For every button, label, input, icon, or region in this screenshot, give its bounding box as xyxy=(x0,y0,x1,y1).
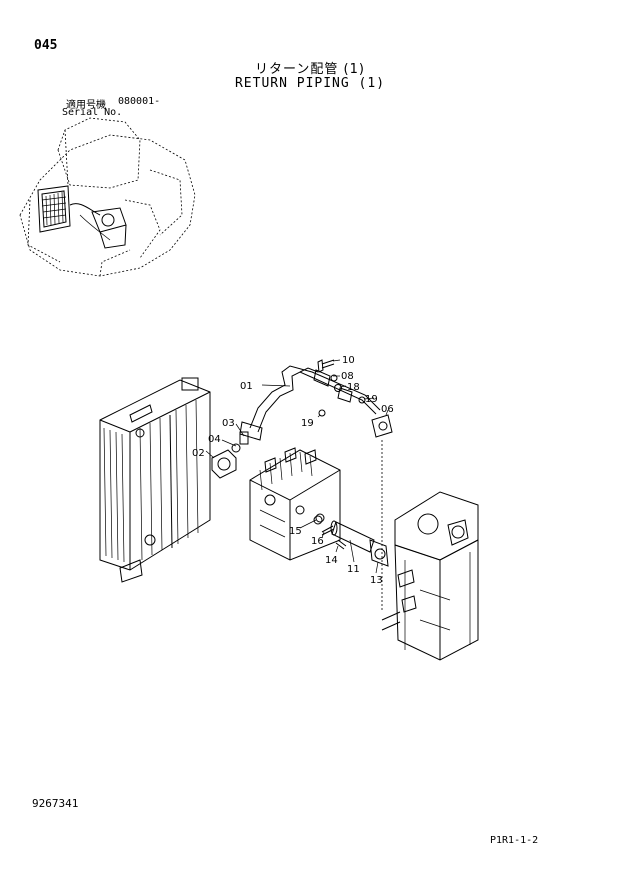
part-label-08: 08 xyxy=(341,371,354,382)
part-label-04: 04 xyxy=(208,434,221,445)
washer-18 xyxy=(334,384,342,392)
leader-lines xyxy=(205,359,389,574)
title-japanese: リターン配管 (1) xyxy=(255,62,365,77)
return-pipe xyxy=(239,365,393,441)
page-code: P1R1-1-2 xyxy=(490,835,539,846)
bolt-19-upper xyxy=(358,396,366,404)
o-ring-15 xyxy=(315,513,325,523)
drawing-number: 9267341 xyxy=(32,797,79,810)
part-label-14: 14 xyxy=(325,555,338,566)
part-label-02: 02 xyxy=(192,448,205,459)
title-english: RETURN PIPING (1) xyxy=(234,76,386,91)
part-label-10: 10 xyxy=(342,355,355,366)
bolt-19-lower xyxy=(318,409,326,417)
machine-overview-inset xyxy=(19,117,196,277)
part-label-01: 01 xyxy=(240,381,253,392)
part-label-19-upper: 19 xyxy=(365,394,378,405)
control-valve xyxy=(249,447,341,561)
radiator xyxy=(99,377,211,583)
bolt-16 xyxy=(321,525,335,536)
washer-08 xyxy=(330,374,338,382)
part-label-18: 18 xyxy=(347,382,360,393)
part-label-06: 06 xyxy=(381,404,394,415)
part-label-16: 16 xyxy=(311,536,324,547)
part-labels: 10 01 08 18 19 06 03 19 04 02 15 16 14 1… xyxy=(192,355,394,586)
bolt-14 xyxy=(335,539,347,550)
part-label-03: 03 xyxy=(222,418,235,429)
flange-assembly xyxy=(211,431,249,479)
part-label-15: 15 xyxy=(289,526,302,537)
bolt-10 xyxy=(317,359,335,373)
part-label-19-lower: 19 xyxy=(301,418,314,429)
hydraulic-tank xyxy=(381,440,479,661)
pipe-11 xyxy=(330,520,389,567)
part-label-13: 13 xyxy=(370,575,383,586)
serial-value: 080001- xyxy=(118,96,161,107)
part-label-11: 11 xyxy=(347,564,360,575)
serial-label-english: Serial No. xyxy=(62,107,123,118)
page-number: 045 xyxy=(34,38,58,53)
serial-label-japanese: 適用号機 xyxy=(66,100,106,111)
